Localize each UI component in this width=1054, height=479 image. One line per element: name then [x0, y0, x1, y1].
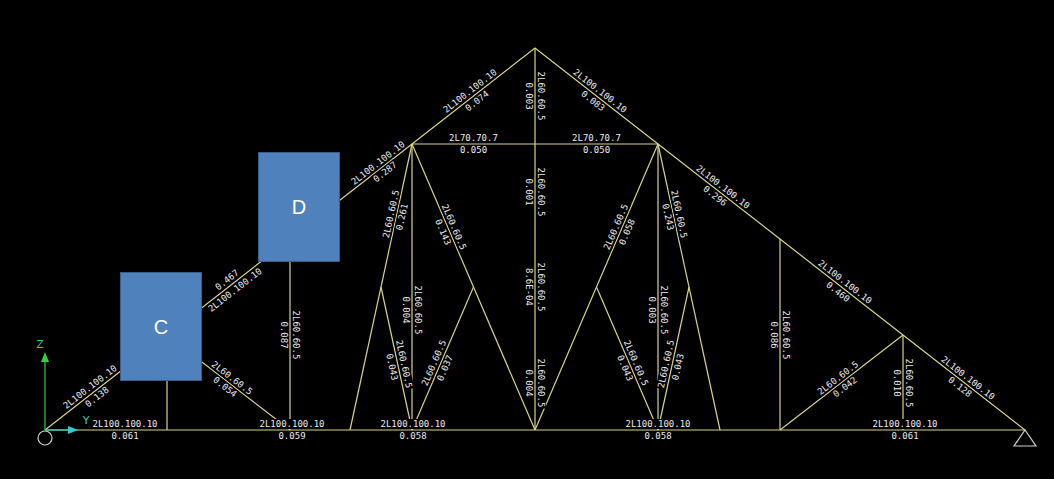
axis-label: Y	[82, 415, 91, 427]
member-label: 2L60.60.5	[413, 284, 423, 335]
diagonal-member	[597, 287, 659, 430]
member-label: 2L60.60.5	[659, 284, 669, 335]
z-axis	[44, 362, 45, 430]
member-label: 2L100.100.10	[379, 419, 446, 429]
pin-support	[1014, 430, 1036, 446]
member-label: 0.050	[582, 145, 611, 155]
callout-letter: D	[292, 195, 306, 219]
callout-box: D	[258, 152, 340, 262]
member-label: 0.003	[524, 81, 534, 110]
diagonal-member	[780, 335, 903, 430]
member-label: 2L60.60.5	[536, 71, 546, 122]
diagonal-member	[412, 144, 535, 430]
member-label: 0.059	[277, 431, 306, 441]
member-label: 2L100.100.10	[91, 419, 158, 429]
member-label: 0.061	[890, 431, 919, 441]
member-label: 0.087	[279, 320, 289, 349]
z-arrowhead	[41, 352, 49, 362]
member-label: 2L100.100.10	[258, 419, 325, 429]
member-label: 0.010	[892, 368, 902, 397]
member-label: 8.6E-04	[524, 267, 534, 307]
roller-support	[38, 431, 52, 445]
diagonal-member	[535, 144, 658, 430]
member-label: 0.004	[524, 368, 534, 397]
y-arrowhead	[68, 426, 78, 434]
axis-label: Z	[35, 339, 45, 351]
member-label: 0.058	[398, 431, 427, 441]
callout-letter: C	[154, 315, 168, 339]
member-label: 2L100.100.10	[624, 419, 691, 429]
diagonal-member	[350, 144, 412, 430]
member-label: 0.061	[110, 431, 139, 441]
top-chord	[45, 48, 1025, 430]
member-label: 0.004	[401, 295, 411, 324]
member-label: 0.001	[524, 177, 534, 206]
member-label: 2L60.60.5	[536, 262, 546, 313]
member-label: 2L60.60.5	[536, 357, 546, 408]
member-label: 2L70.70.7	[571, 133, 622, 143]
member-label: 0.058	[643, 431, 672, 441]
member-label: 0.086	[769, 320, 779, 349]
member-label: 2L100.100.10	[871, 419, 938, 429]
member-label: 0.003	[647, 295, 657, 324]
member-label: 2L60.60.5	[536, 166, 546, 217]
truss-members	[45, 48, 1025, 430]
supports	[38, 430, 1036, 446]
member-label: 2L60.60.5	[904, 357, 914, 408]
callout-box: C	[120, 272, 202, 381]
member-label: 2L60.60.5	[781, 309, 791, 360]
member-label: 2L70.70.7	[448, 133, 499, 143]
member-label: 0.050	[459, 145, 488, 155]
y-axis	[45, 429, 70, 430]
member-label: 2L60.60.5	[291, 309, 301, 360]
